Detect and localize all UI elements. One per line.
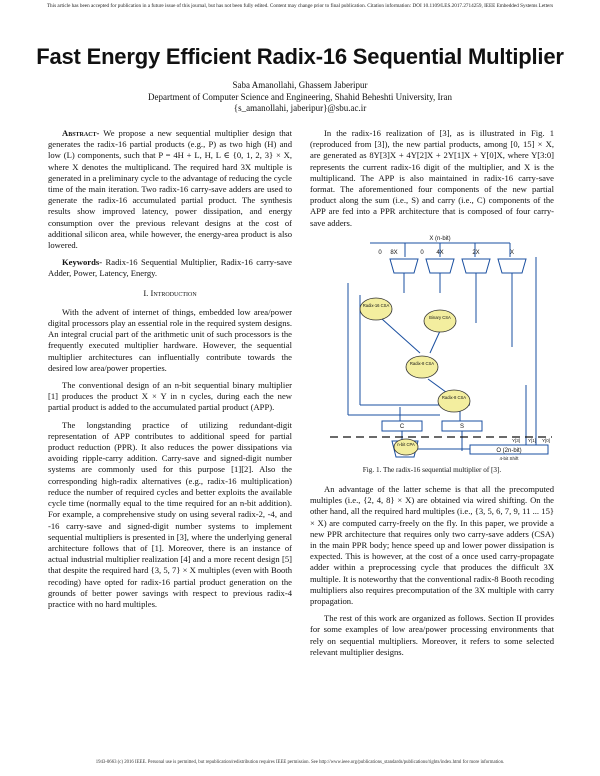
csa-radix8-b (437, 389, 471, 413)
label-carry-reg: C (400, 424, 405, 430)
label-cpa: n-bit CPA (397, 442, 415, 447)
right-paragraph-1: In the radix-16 realization of [3], as i… (310, 128, 554, 228)
label-x-nbit: X (n-bit) (429, 236, 450, 242)
label-y3: Y[3] (512, 438, 520, 443)
author-block: Saba Amanollahi, Ghassem Jaberipur Depar… (20, 80, 580, 115)
mux-x (497, 258, 527, 274)
mux-4x (425, 258, 455, 274)
copyright-footer: 1943-0663 (c) 2016 IEEE. Personal use is… (95, 760, 505, 765)
label-x: X (510, 250, 514, 256)
emails: {s_amanollahi, jaberipur}@sbu.ac.ir (233, 103, 367, 113)
intro-paragraph-3: The longstanding practice of utilizing r… (48, 419, 292, 609)
mux-8x (389, 258, 419, 274)
wire (429, 330, 441, 354)
label-csa-radix16: Radix-16 CSA (363, 303, 390, 308)
authors: Saba Amanollahi, Ghassem Jaberipur (232, 80, 368, 90)
section-heading: I. Introduction (143, 287, 197, 298)
abstract-text: We propose a new sequential multiplier d… (48, 128, 292, 251)
keywords: Keywords- Radix-16 Sequential Multiplier… (48, 257, 292, 279)
cpa-ellipse (393, 438, 419, 456)
csa-binary (423, 309, 457, 333)
paper-title: Fast Energy Efficient Radix-16 Sequentia… (36, 44, 564, 69)
label-csa-radix8-b: Radix-8 CSA (442, 395, 466, 400)
intro-paragraph-2: The conventional design of an n-bit sequ… (48, 380, 292, 413)
label-4x: 4X (436, 250, 443, 256)
left-column: Abstract- We propose a new sequential mu… (48, 128, 292, 616)
label-sum-reg: S (460, 424, 464, 430)
wire (381, 318, 421, 354)
mux-2x (461, 258, 491, 274)
label-zero-b: 0 (378, 250, 382, 256)
journal-header-note: This article has been accepted for publi… (46, 3, 554, 9)
label-2x: 2X (472, 250, 479, 256)
abstract: Abstract- We propose a new sequential mu… (48, 128, 292, 251)
label-output-reg: O (2n-bit) (496, 448, 521, 454)
label-y0: Y[0] (542, 438, 550, 443)
label-shift: 4-bit Shift (499, 456, 519, 461)
figure-1: X (n-bit) 8X 0 4X 2X X 0 Radix-16 CSA Bi… (310, 235, 554, 461)
keywords-text: Radix-16 Sequential Multiplier, Radix-16… (48, 257, 292, 279)
multiplier-diagram: X (n-bit) 8X 0 4X 2X X 0 Radix-16 CSA Bi… (330, 236, 552, 461)
keywords-lead: Keywords- (62, 257, 103, 268)
right-paragraph-3: The rest of this work are organized as f… (310, 613, 554, 657)
right-paragraph-2: An advantage of the latter scheme is tha… (310, 484, 554, 607)
csa-radix16 (359, 297, 393, 321)
label-8x: 8X (390, 250, 397, 256)
label-zero-a: 0 (420, 250, 424, 256)
affiliation: Department of Computer Science and Engin… (147, 91, 453, 102)
intro-paragraph-1: With the advent of internet of things, e… (48, 306, 292, 373)
label-csa-binary: Binary CSA (429, 315, 451, 320)
label-csa-radix8-a: Radix-8 CSA (410, 361, 434, 366)
figure-caption: Fig. 1. The radix-16 sequential multipli… (362, 465, 502, 474)
right-column: In the radix-16 realization of [3], as i… (310, 128, 554, 664)
csa-radix8-a (405, 355, 439, 379)
abstract-lead: Abstract- (62, 128, 100, 138)
label-y1: Y[1] (528, 438, 536, 443)
